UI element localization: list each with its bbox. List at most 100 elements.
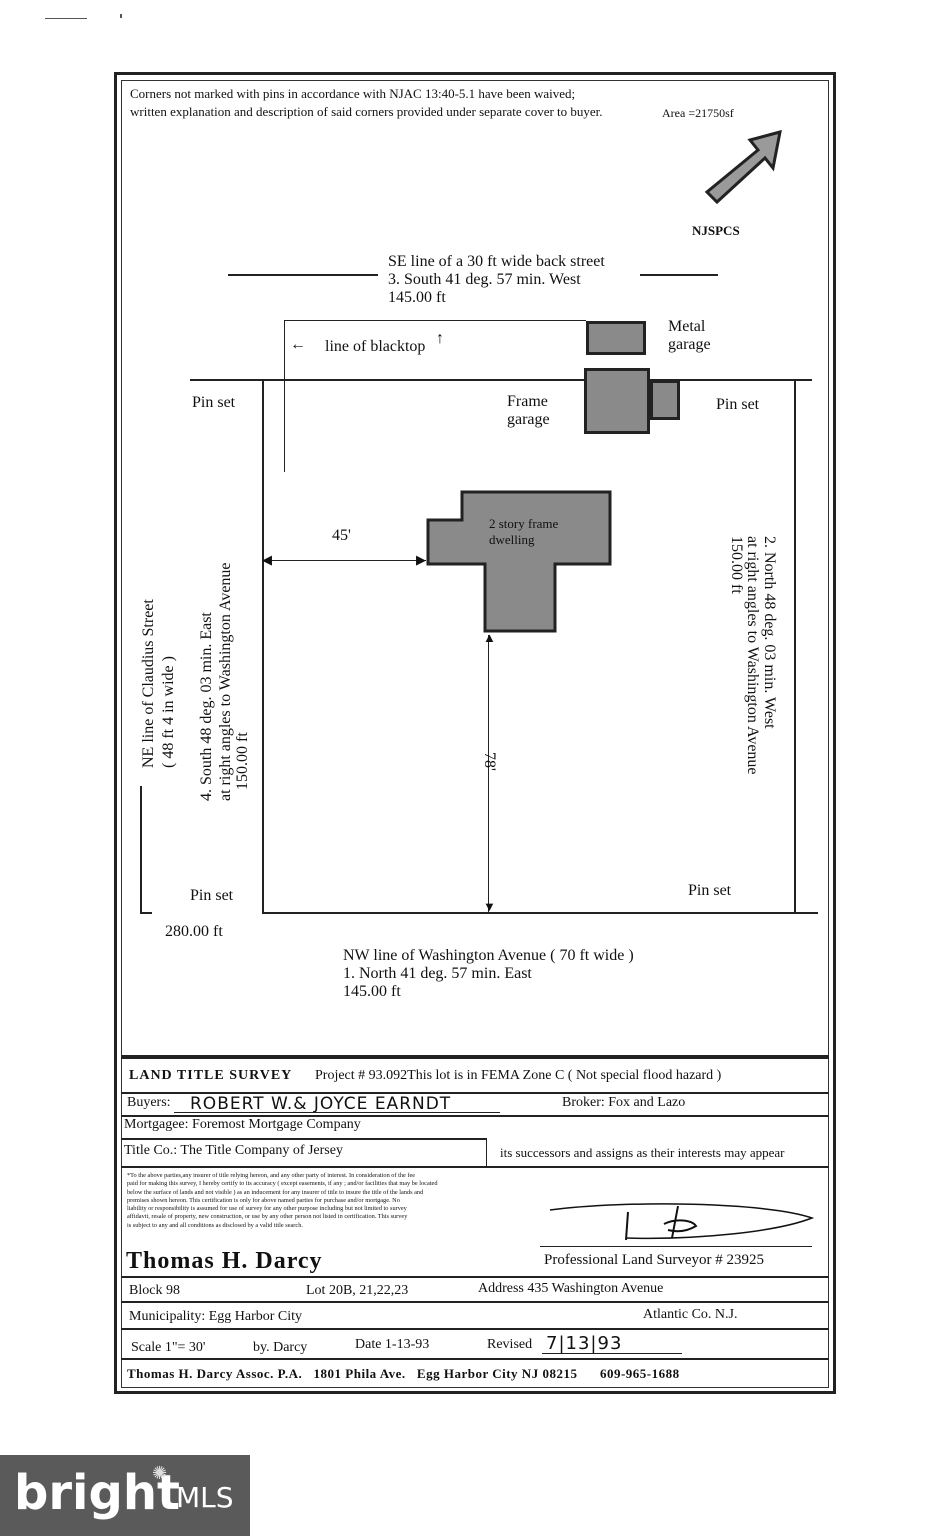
county-value: Atlantic Co. N.J. bbox=[643, 1307, 738, 1322]
certification-line: affidavit, resale of property, new const… bbox=[127, 1213, 408, 1221]
back-street-line-right bbox=[640, 274, 718, 276]
lot-line-top bbox=[190, 379, 812, 381]
lot-line-right bbox=[794, 379, 796, 914]
brand-watermark: bright MLS ✺ bbox=[0, 1455, 250, 1536]
certification-line: premises shown hereon. This certificatio… bbox=[127, 1196, 400, 1204]
title-block-row bbox=[121, 1358, 829, 1360]
sun-icon: ✺ bbox=[152, 1463, 168, 1484]
pin-top-right: Pin set bbox=[716, 396, 760, 413]
surveyor-line bbox=[540, 1246, 812, 1247]
buyers-label: Buyers: bbox=[127, 1095, 171, 1110]
buyers-value: ROBERT W.& JOYCE EARNDT bbox=[190, 1094, 452, 1114]
west-angle-label: at right angles to Washington Avenue bbox=[217, 562, 234, 801]
revised-underline bbox=[542, 1353, 682, 1354]
setback-front-arrow-up-icon: ▲ bbox=[483, 630, 496, 645]
title-block-row bbox=[121, 1166, 829, 1168]
broker-value: Broker: Fox and Lazo bbox=[562, 1095, 686, 1110]
title-block-row bbox=[121, 1276, 829, 1278]
setback-front-label: 78' bbox=[481, 752, 498, 771]
header-note-line2: written explanation and description of s… bbox=[130, 104, 603, 119]
metal-garage-label-2: garage bbox=[668, 336, 711, 353]
se-line-label: SE line of a 30 ft wide back street bbox=[388, 253, 605, 270]
lot-value: Lot 20B, 21,22,23 bbox=[306, 1283, 409, 1298]
header-note-line1: Corners not marked with pins in accordan… bbox=[130, 86, 576, 101]
lot-line-bottom bbox=[263, 912, 818, 914]
nw-line-label: NW line of Washington Avenue ( 70 ft wid… bbox=[343, 947, 634, 964]
pin-bottom-left: Pin set bbox=[190, 887, 234, 904]
survey-frame bbox=[114, 72, 836, 1394]
certification-line: paid for making this survey, I hereby ce… bbox=[127, 1180, 438, 1188]
ne-street-width: ( 48 ft 4 in wide ) bbox=[160, 656, 177, 768]
certification-text: *To the above parties,any insurer of tit… bbox=[127, 1172, 437, 1230]
setback-side-line bbox=[264, 560, 426, 561]
revised-label: Revised bbox=[487, 1337, 533, 1352]
scan-mark bbox=[120, 14, 122, 18]
setback-side-arrow-left-icon: ◀ bbox=[262, 552, 272, 567]
title-block-row bbox=[121, 1301, 829, 1303]
corner-distance-label: 280.00 ft bbox=[165, 923, 223, 940]
se-distance-label: 145.00 ft bbox=[388, 289, 446, 306]
claudius-street-tick bbox=[140, 912, 152, 914]
east-angle-label: at right angles to Washington Avenue bbox=[744, 536, 761, 775]
ne-street-label: NE line of Claudius Street bbox=[140, 599, 157, 768]
survey-inner-frame bbox=[121, 80, 829, 1388]
title-company-value: Title Co.: The Title Company of Jersey bbox=[124, 1143, 343, 1158]
area-note: Area =21750sf bbox=[662, 106, 734, 120]
frame-garage-annex bbox=[650, 380, 680, 420]
north-label: NJSPCS bbox=[692, 223, 740, 238]
blacktop-up-arrow-icon: ↑ bbox=[436, 330, 444, 347]
brand-logo: bright bbox=[14, 1465, 180, 1521]
title-block-row bbox=[121, 1092, 829, 1094]
east-distance-label: 150.00 ft bbox=[728, 536, 745, 594]
dwelling-label-1: 2 story frame bbox=[489, 516, 559, 531]
surveyor-title: Professional Land Surveyor # 23925 bbox=[544, 1252, 764, 1268]
title-block-row bbox=[121, 1328, 829, 1330]
scale-value: Scale 1"= 30' bbox=[131, 1340, 206, 1355]
setback-side-label: 45' bbox=[332, 527, 351, 544]
drawn-by-value: by. Darcy bbox=[253, 1340, 308, 1355]
title-block-row bbox=[121, 1115, 829, 1117]
metal-garage-label-1: Metal bbox=[668, 318, 706, 335]
setback-front-arrow-down-icon: ▼ bbox=[483, 899, 496, 914]
west-course-label: 4. South 48 deg. 03 min. East bbox=[198, 612, 215, 801]
block-value: Block 98 bbox=[129, 1283, 180, 1298]
dwelling-footprint bbox=[426, 490, 612, 633]
nw-course-label: 1. North 41 deg. 57 min. East bbox=[343, 965, 532, 982]
revised-date: 7|13|93 bbox=[546, 1333, 623, 1354]
blacktop-line bbox=[284, 320, 586, 321]
scan-mark bbox=[45, 18, 87, 19]
title-block-divider bbox=[486, 1138, 487, 1166]
date-value: Date 1-13-93 bbox=[355, 1337, 430, 1352]
survey-title: LAND TITLE SURVEY bbox=[129, 1068, 293, 1083]
frame-garage-label-2: garage bbox=[507, 411, 550, 428]
municipality-value: Municipality: Egg Harbor City bbox=[129, 1309, 303, 1324]
successors-note: its successors and assigns as their inte… bbox=[500, 1145, 785, 1160]
blacktop-edge bbox=[284, 320, 285, 472]
east-course-label: 2. North 48 deg. 03 min. West bbox=[761, 536, 778, 729]
frame-garage-label-1: Frame bbox=[507, 393, 548, 410]
address-value: Address 435 Washington Avenue bbox=[478, 1281, 664, 1296]
title-block-row bbox=[121, 1138, 487, 1140]
frame-garage bbox=[584, 368, 650, 434]
setback-front-line bbox=[488, 635, 489, 912]
back-street-line-left bbox=[228, 274, 378, 276]
metal-garage bbox=[586, 321, 646, 355]
certification-line: below the surface of lands and not visib… bbox=[127, 1188, 424, 1196]
lot-line-left bbox=[262, 379, 264, 914]
se-course-label: 3. South 41 deg. 57 min. West bbox=[388, 271, 581, 288]
buyers-underline bbox=[174, 1112, 500, 1113]
claudius-street-line bbox=[140, 786, 142, 914]
surveyor-signature bbox=[549, 1203, 815, 1241]
certification-line: liability or responsibility is assumed f… bbox=[127, 1205, 407, 1213]
surveyor-name: Thomas H. Darcy bbox=[126, 1248, 323, 1274]
pin-top-left: Pin set bbox=[192, 394, 236, 411]
mls-logo: MLS bbox=[176, 1481, 234, 1514]
blacktop-arrow-icon: ← bbox=[290, 336, 306, 353]
title-block-row bbox=[121, 1055, 829, 1059]
dwelling-label-2: dwelling bbox=[489, 532, 535, 547]
north-arrow-icon bbox=[704, 130, 782, 205]
certification-line: is subject to any and all conditions as … bbox=[127, 1221, 303, 1229]
project-note: Project # 93.092This lot is in FEMA Zone… bbox=[315, 1068, 722, 1083]
firm-footer: Thomas H. Darcy Assoc. P.A. 1801 Phila A… bbox=[127, 1366, 680, 1381]
blacktop-label: line of blacktop bbox=[325, 338, 426, 355]
